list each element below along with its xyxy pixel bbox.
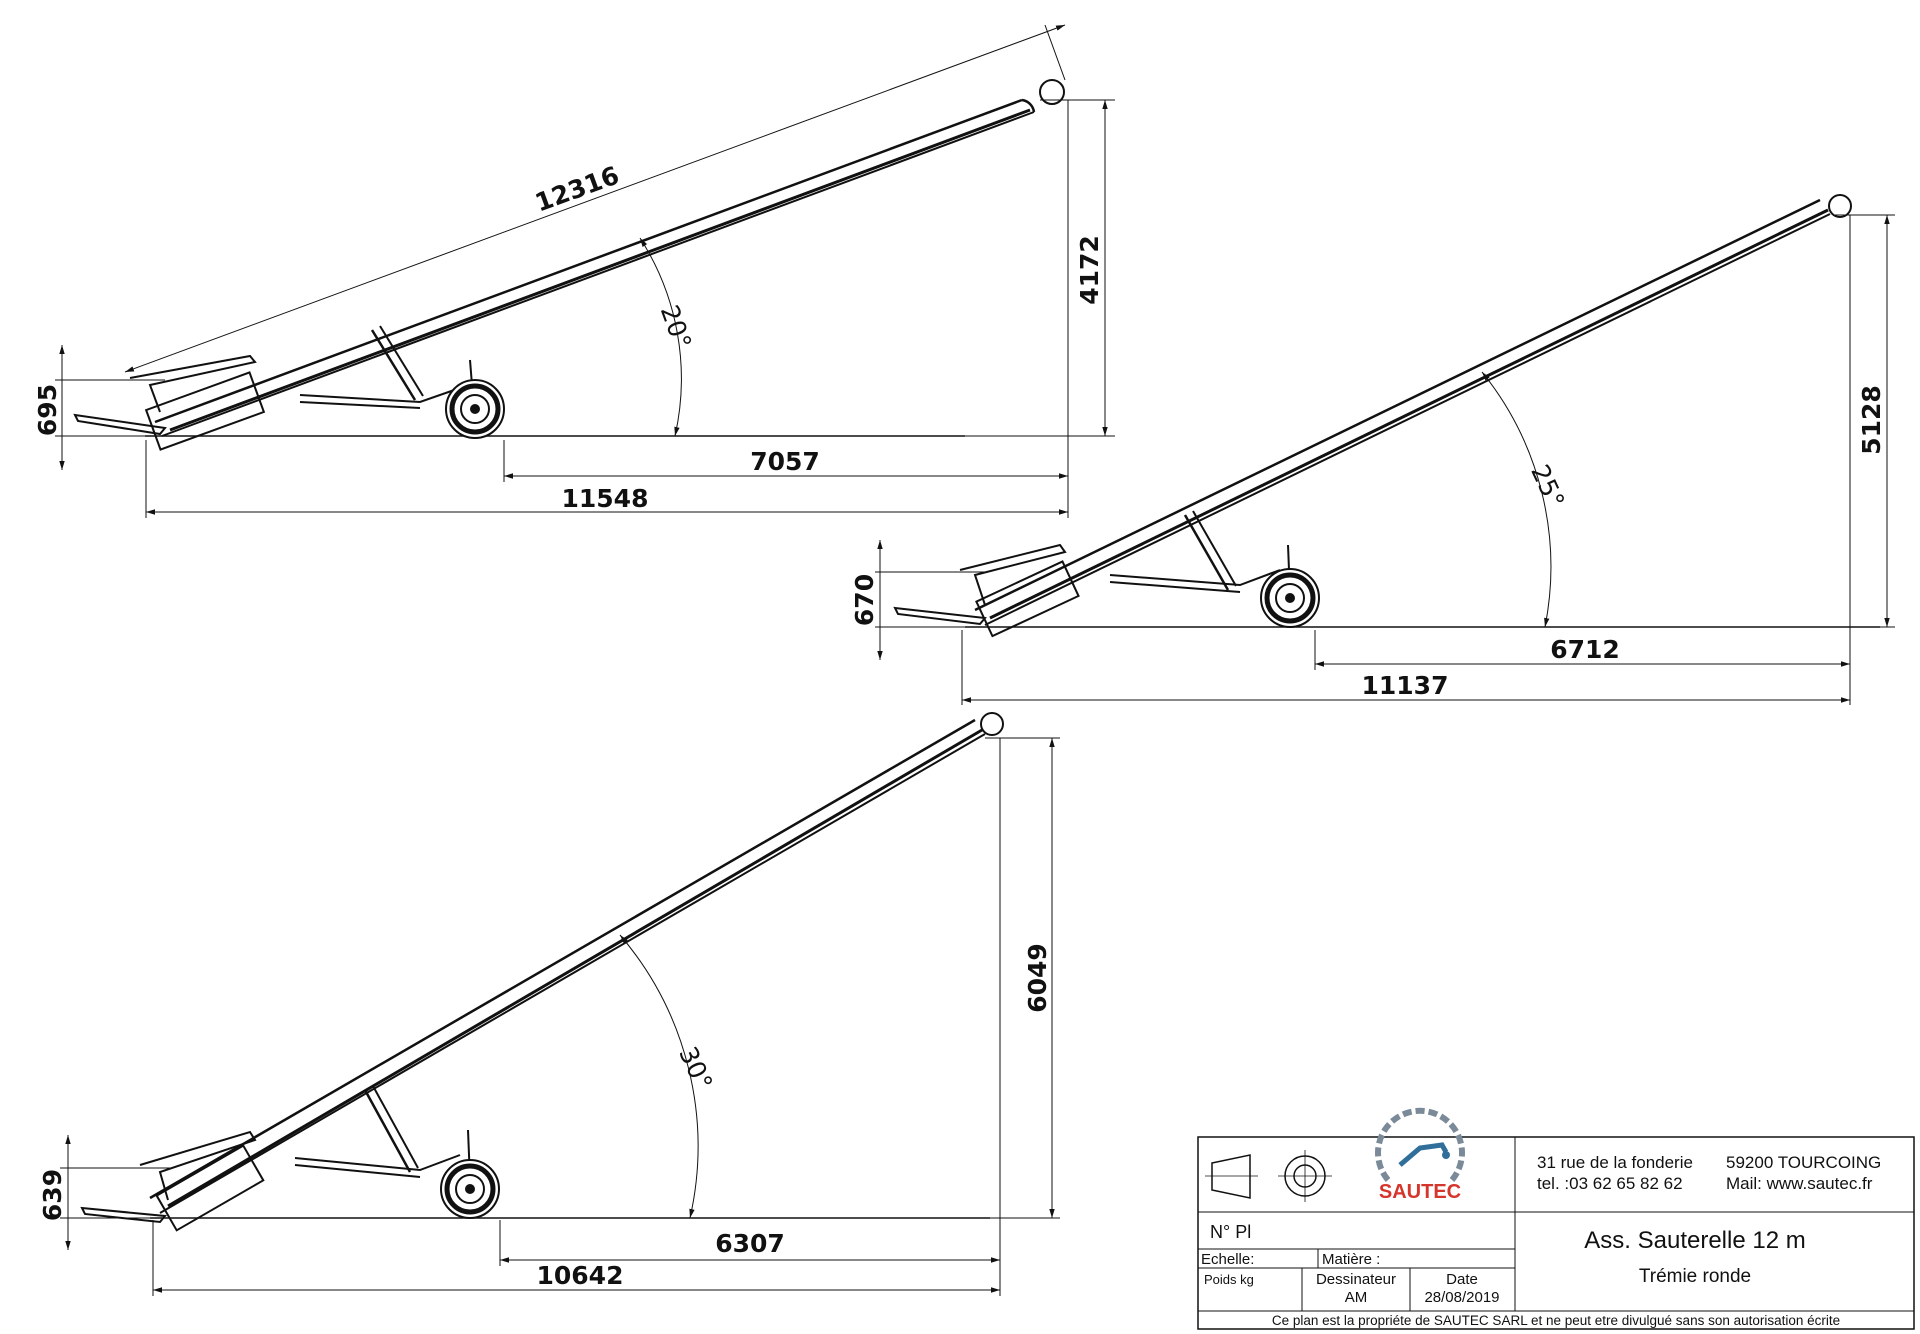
inlet-height-20: 695 (33, 384, 62, 436)
property-notice: Ce plan est la propriéte de SAUTEC SARL … (1272, 1313, 1840, 1328)
logo-text: SAUTEC (1379, 1181, 1461, 1203)
date-label: Date (1446, 1271, 1478, 1288)
drafter-label: Dessinateur (1316, 1271, 1396, 1288)
scale-label: Echelle: (1201, 1251, 1254, 1268)
angle-30: 30° (673, 1042, 718, 1094)
drawing-title: Ass. Sauterelle 12 m (1584, 1227, 1805, 1254)
city: 59200 TOURCOING (1726, 1153, 1881, 1172)
weight-label: Poids kg (1204, 1272, 1254, 1287)
sautec-logo: SAUTEC (1375, 1107, 1465, 1203)
plan-number-label: N° Pl (1210, 1222, 1251, 1242)
inlet-height-30: 639 (38, 1169, 67, 1221)
title-block: SAUTEC 31 rue de la fonderie 59200 TOURC… (1197, 1107, 1915, 1330)
height-30: 6049 (1023, 943, 1052, 1013)
height-25: 5128 (1857, 385, 1886, 455)
telephone: tel. :03 62 65 82 62 (1537, 1174, 1683, 1193)
projection-symbol (1205, 1150, 1332, 1202)
total-length-30: 10642 (537, 1261, 624, 1290)
material-label: Matière : (1322, 1251, 1380, 1268)
mail: Mail: www.sautec.fr (1726, 1174, 1873, 1193)
angle-20: 20° (655, 301, 697, 353)
wheel-to-end-20: 7057 (750, 447, 820, 476)
inlet-height-25: 670 (850, 574, 879, 626)
wheel-to-end-25: 6712 (1550, 635, 1620, 664)
wheel-to-end-30: 6307 (715, 1229, 785, 1258)
total-length-20: 11548 (562, 484, 649, 513)
address-line: 31 rue de la fonderie (1537, 1153, 1693, 1172)
total-length-25: 11137 (1362, 671, 1449, 700)
belt-length-20: 12316 (531, 161, 623, 218)
view-30deg: 6049 639 6307 10642 30° (38, 712, 1060, 1296)
view-20deg: 12316 4172 695 7057 11548 20° (33, 24, 1115, 518)
height-20: 4172 (1075, 235, 1104, 305)
angle-25: 25° (1525, 460, 1570, 512)
date-value: 28/08/2019 (1424, 1289, 1499, 1306)
view-25deg: 5128 670 6712 11137 25° (850, 194, 1895, 705)
drafter-value: AM (1345, 1289, 1368, 1306)
drawing-subtitle: Trémie ronde (1639, 1266, 1751, 1287)
